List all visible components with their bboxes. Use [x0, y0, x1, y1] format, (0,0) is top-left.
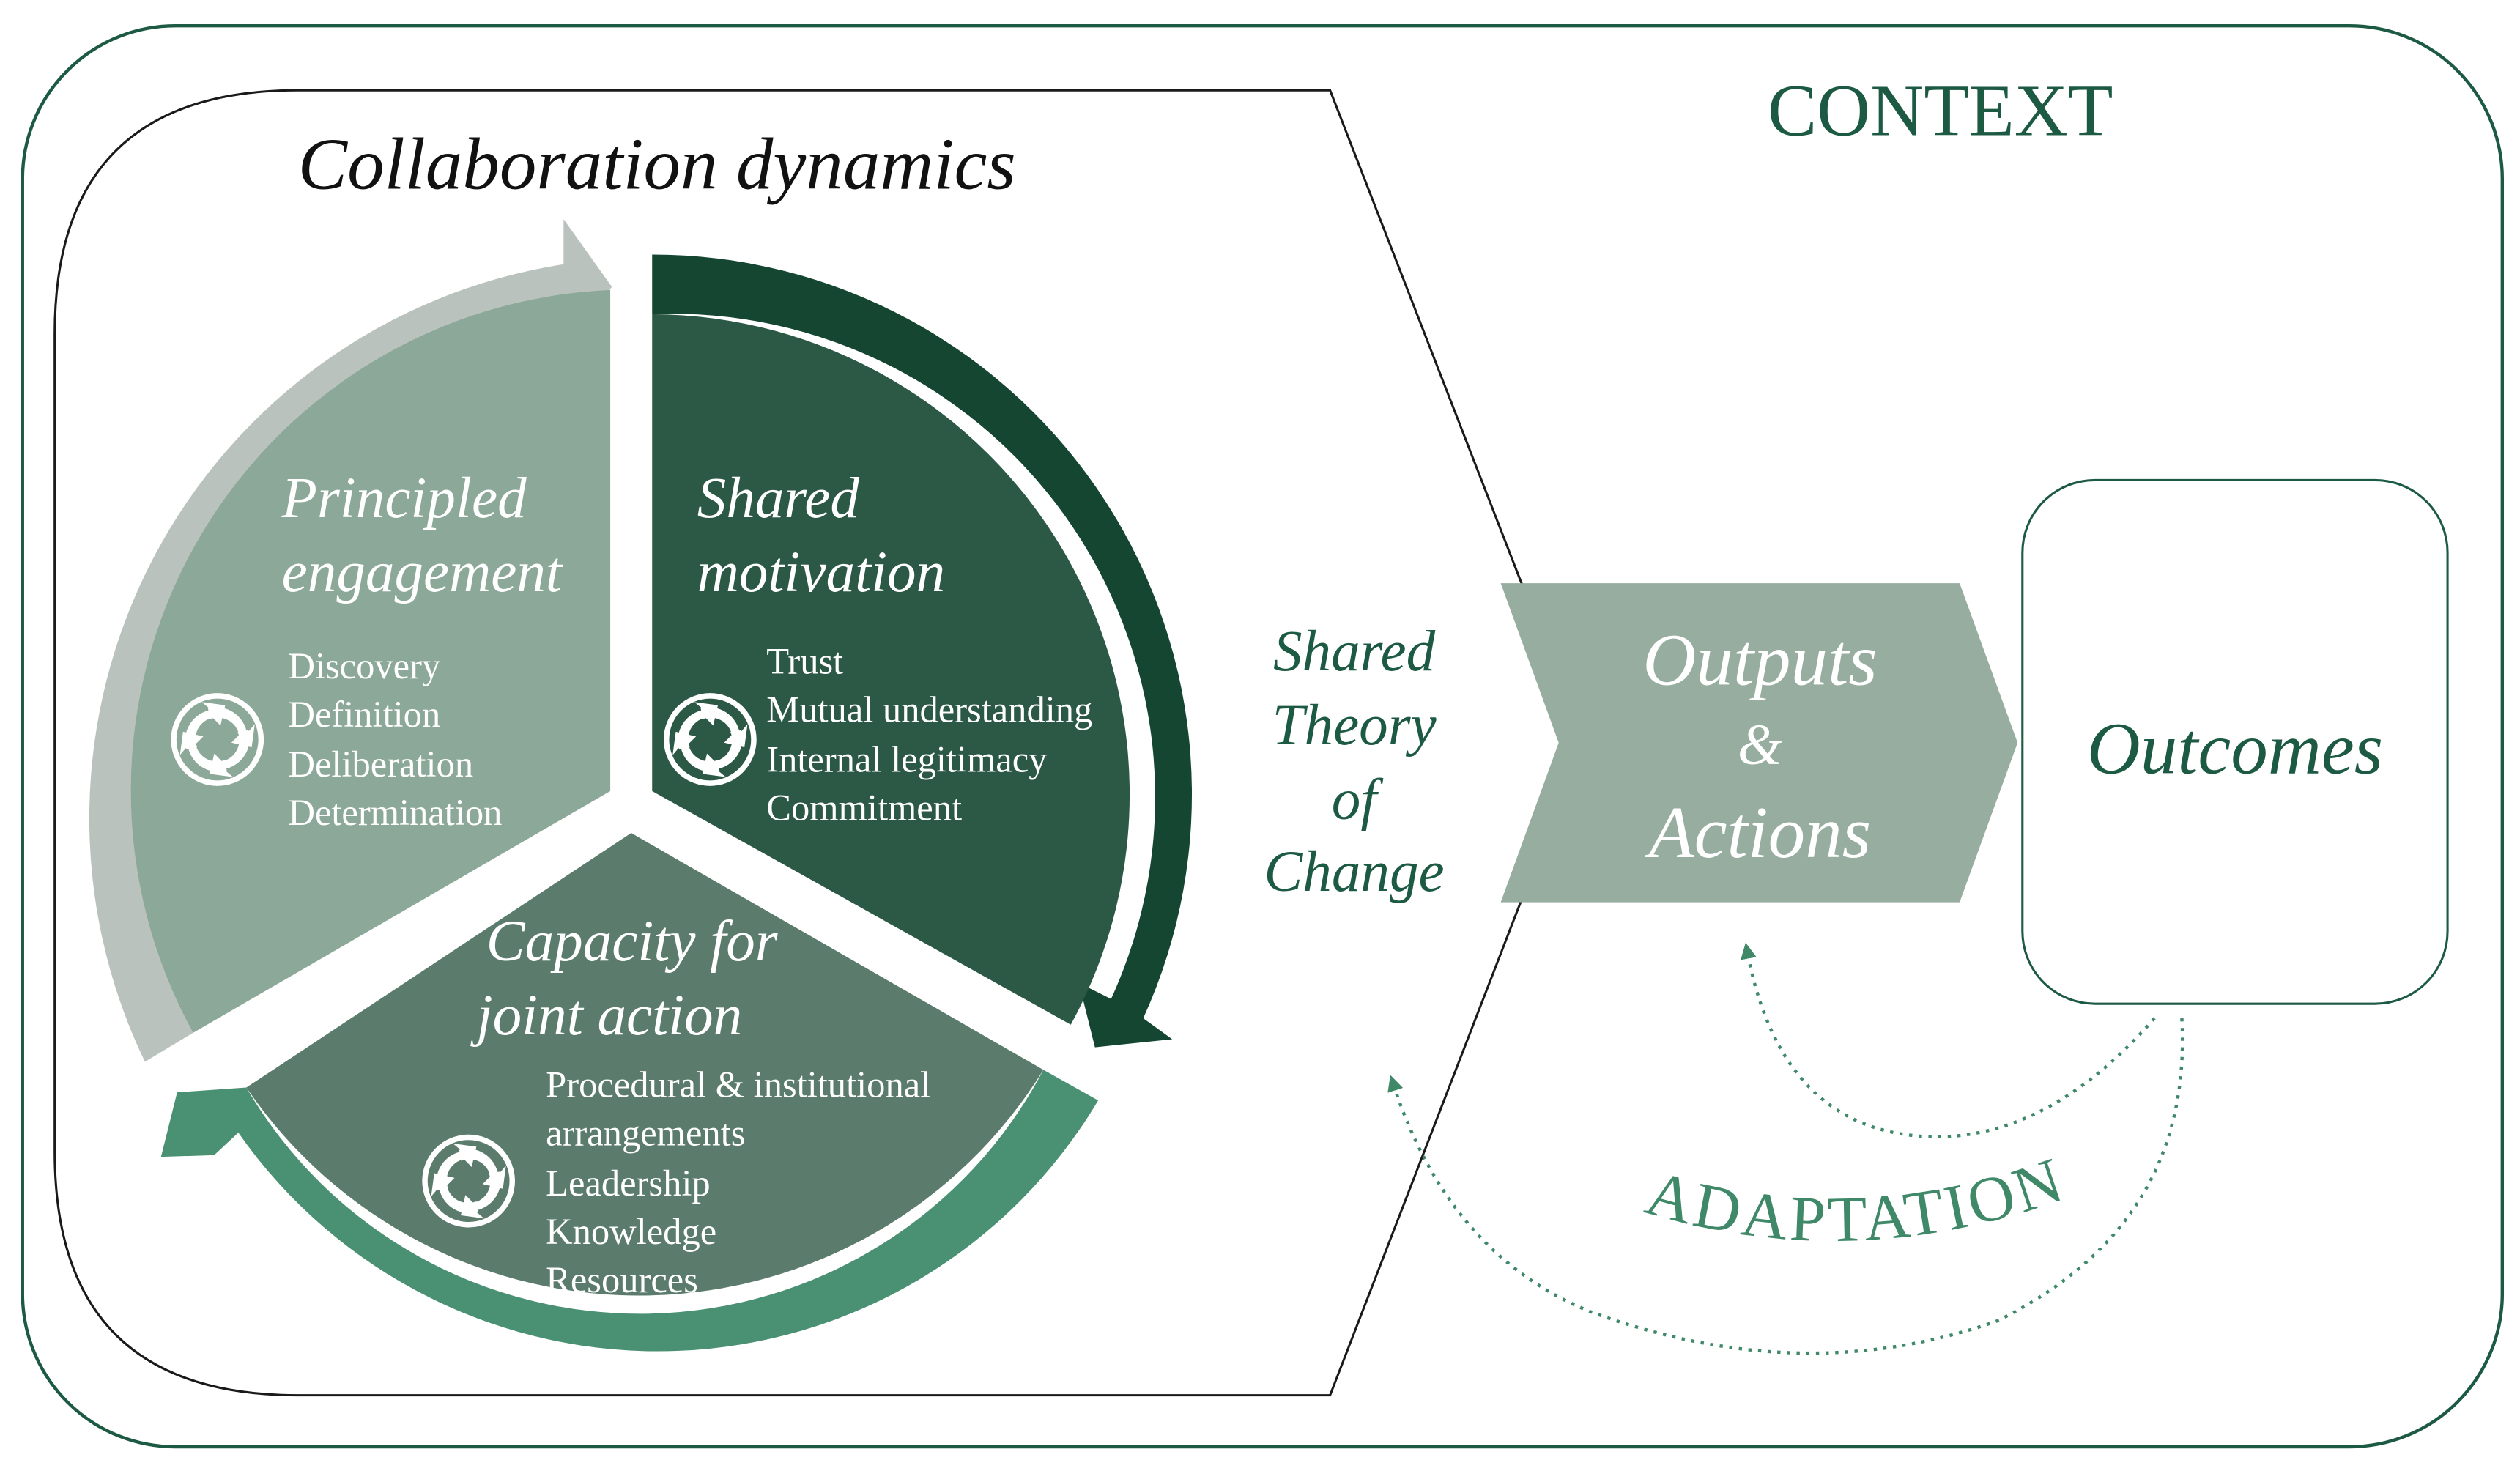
outcomes-label: Outcomes: [2087, 708, 2383, 790]
motivation-item-3: Internal legitimacy: [766, 738, 1048, 779]
outputs-line-1: Outputs: [1642, 619, 1877, 701]
motivation-item-1: Trust: [766, 640, 843, 681]
motivation-arrow-band: [652, 254, 1193, 1048]
capacity-arrow-band: [160, 1070, 1099, 1352]
motivation-item-2: Mutual understanding: [766, 689, 1092, 730]
theory-line-3: of: [1332, 767, 1385, 831]
principled-title-line2: engagement: [282, 540, 563, 604]
capacity-title-line1: Capacity for: [486, 909, 779, 974]
principled-title-line1: Principled: [281, 466, 527, 530]
theory-line-1: Shared: [1273, 619, 1436, 683]
motivation-item-4: Commitment: [766, 787, 962, 828]
capacity-item-3: Leadership: [546, 1163, 711, 1204]
theory-line-4: Change: [1264, 840, 1445, 904]
theory-line-2: Theory: [1272, 693, 1437, 757]
capacity-item-4: Knowledge: [546, 1211, 716, 1252]
outputs-line-3: Actions: [1645, 791, 1871, 873]
motivation-title-line2: motivation: [697, 540, 945, 604]
principled-item-1: Discovery: [288, 645, 440, 686]
capacity-title-line2: joint action: [470, 983, 743, 1048]
capacity-item-2: arrangements: [546, 1113, 745, 1154]
outputs-line-2: &: [1738, 712, 1783, 777]
principled-item-3: Deliberation: [288, 744, 473, 785]
motivation-title-line1: Shared: [697, 466, 860, 530]
context-label: CONTEXT: [1768, 70, 2113, 152]
outputs-chevron: [1500, 583, 2018, 903]
collaboration-title: Collaboration dynamics: [298, 122, 1016, 204]
principled-sector: [130, 289, 611, 1033]
principled-item-2: Definition: [288, 694, 440, 735]
motivation-sector: [652, 314, 1130, 1025]
outcomes-box: [2021, 478, 2449, 1005]
adaptation-loop-inner: [1741, 942, 2156, 1138]
adaptation-loop-outer: [1387, 1018, 2184, 1355]
capacity-item-5: Resources: [546, 1259, 698, 1300]
principled-item-4: Determination: [288, 792, 502, 833]
capacity-item-1: Procedural & institutional: [546, 1064, 930, 1105]
